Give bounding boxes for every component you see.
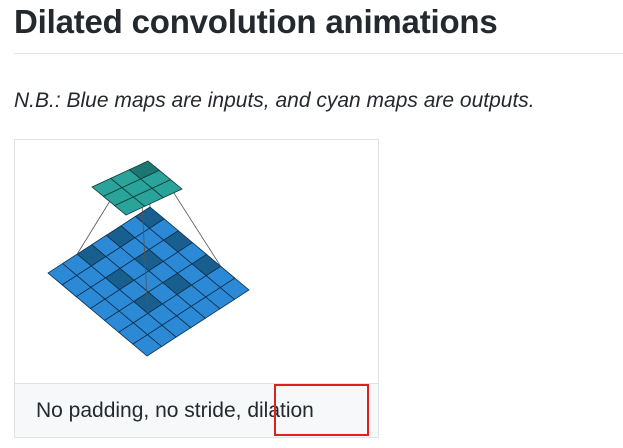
heading-divider (14, 53, 623, 54)
dilated-convolution-animation (47, 160, 250, 357)
animation-cell (15, 140, 378, 383)
figure-table: No padding, no stride, dilation (14, 139, 379, 438)
page-heading: Dilated convolution animations (14, 3, 498, 40)
caption: No padding, no stride, dilation (36, 397, 314, 425)
output-cell (113, 196, 146, 216)
note-text: N.B.: Blue maps are inputs, and cyan map… (14, 89, 535, 112)
input-cell (132, 334, 163, 357)
caption-cell: No padding, no stride, dilation (15, 383, 378, 437)
highlight-box (274, 384, 369, 436)
caption-prefix: No padding, no stride, (36, 399, 248, 422)
caption-highlight-word[interactable]: dilation (247, 399, 314, 422)
